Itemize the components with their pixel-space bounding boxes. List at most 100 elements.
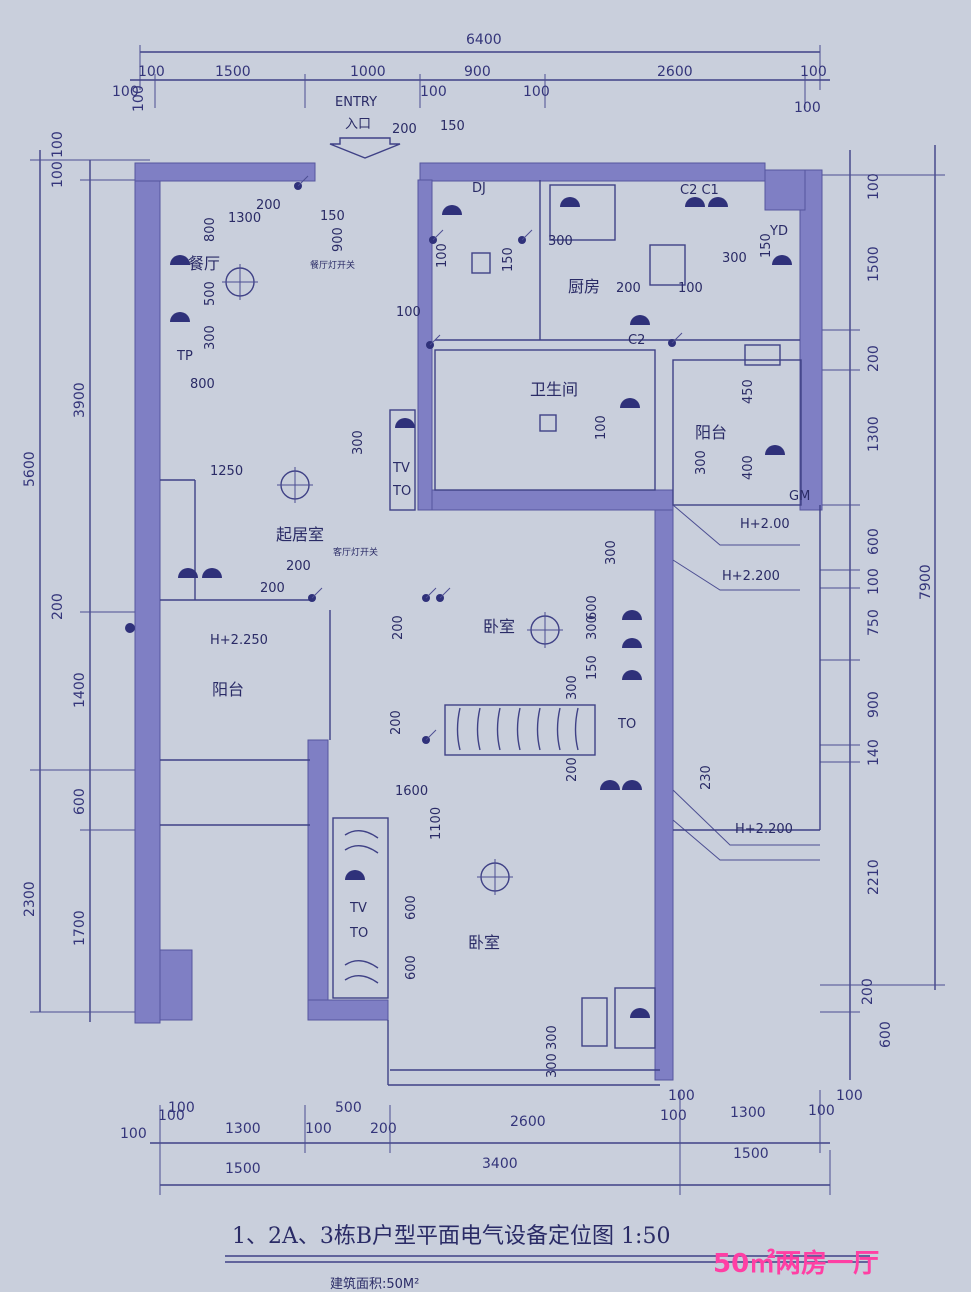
- dim-left-seg-8: 1700: [72, 910, 88, 946]
- inner-dim: 300: [203, 325, 218, 350]
- tv-cabinet-outline: [332, 817, 389, 999]
- inner-dim: 230: [699, 765, 714, 790]
- dim-left-seg-5: 1400: [72, 672, 88, 708]
- dim-top-seg-2: 1500: [215, 64, 251, 80]
- kitchen-counter-1: [549, 184, 616, 241]
- left-dimensions: 5600 100 100 3900 200 1400 600 2300 1700: [22, 131, 150, 1022]
- wall-right-corner: [764, 169, 806, 211]
- inner-dim: 100: [396, 305, 421, 320]
- switch-icon: [668, 332, 683, 347]
- label-switch-note-2: 客厅灯开关: [333, 546, 378, 558]
- dim-right-seg-7: 750: [866, 609, 882, 636]
- dim-bot-row2-1: 1500: [225, 1161, 261, 1177]
- switch-icon: [294, 175, 309, 190]
- watermark-text: 50㎡两房一厅: [713, 1248, 879, 1279]
- switch-icon: [422, 729, 437, 744]
- label-tp: TP: [176, 349, 193, 364]
- dim-right-seg-9: 140: [866, 739, 882, 766]
- entry-label-en: ENTRY: [335, 95, 377, 110]
- inner-dim: 300: [565, 675, 580, 700]
- walls: [134, 162, 823, 1081]
- dim-bot-extra-2: 100: [836, 1088, 863, 1104]
- label-tv-bedroom: TV: [349, 901, 367, 916]
- socket-icon: [622, 670, 642, 680]
- dim-bot-9: 100: [808, 1103, 835, 1119]
- dim-left-seg-2: 100: [50, 161, 66, 188]
- room-kitchen: 厨房: [568, 277, 600, 296]
- ceiling-lights: [222, 264, 563, 895]
- label-h200: H+2.00: [740, 517, 790, 532]
- switch-icon: [429, 229, 444, 244]
- inner-dim: 200: [286, 559, 311, 574]
- inner-dim: 150: [440, 119, 465, 134]
- switch-icon: [426, 334, 441, 349]
- dim-bot-row2-2: 3400: [482, 1156, 518, 1172]
- switches: [125, 175, 683, 744]
- dim-top-seg-3: 1000: [350, 64, 386, 80]
- inner-dim: 150: [501, 247, 516, 272]
- dim-left-seg-1: 100: [50, 131, 66, 158]
- dim-bot-extra-1: 100: [120, 1126, 147, 1142]
- dim-bot-8: 1300: [730, 1105, 766, 1121]
- label-to-living: TO: [392, 484, 411, 499]
- room-labels: 餐厅 起居室 厨房 卫生间 阳台 阳台 卧室 卧室: [188, 254, 727, 952]
- inner-dim: 100: [435, 243, 450, 268]
- label-c2: C2: [628, 333, 645, 348]
- inner-dim: 300: [585, 615, 600, 640]
- switch-icon: [308, 587, 323, 602]
- socket-icon: [345, 870, 365, 880]
- title-block: 1、2A、3栋B户型平面电气设备定位图 1:50 建筑面积:50M² 50㎡两房…: [225, 1224, 879, 1292]
- room-balcony-left: 阳台: [212, 680, 244, 699]
- inner-dim: 300: [351, 430, 366, 455]
- dim-left-seg-4: 200: [50, 593, 66, 620]
- label-tv-living: TV: [392, 461, 410, 476]
- bed-nightstand: [581, 997, 608, 1047]
- top-dimensions: 6400 100 1500 1000 900 2600 100 100 100 …: [112, 32, 830, 116]
- wall-bath-bottom: [424, 489, 674, 511]
- label-dj: DJ: [472, 181, 486, 196]
- socket-icon: [202, 568, 222, 578]
- drawing-title: 1、2A、3栋B户型平面电气设备定位图 1:50: [232, 1224, 670, 1249]
- room-bedroom-2: 卧室: [468, 933, 500, 952]
- socket-icon: [765, 445, 785, 455]
- inner-dim: 200: [260, 581, 285, 596]
- dim-bot-3: 100: [305, 1121, 332, 1137]
- socket-icon: [685, 197, 705, 207]
- label-h2250: H+2.250: [210, 633, 268, 648]
- dim-right-seg-1: 100: [866, 173, 882, 200]
- bed-table: [614, 987, 656, 1049]
- entry-label-cn: 入口: [345, 117, 371, 132]
- wall-middle-right: [654, 489, 674, 1081]
- right-dimensions: 100 1500 200 1300 600 100 750 900 140 22…: [820, 145, 945, 1080]
- dim-bot-extra-3: 100: [668, 1088, 695, 1104]
- label-to-bedroom: TO: [349, 926, 368, 941]
- socket-icon: [170, 312, 190, 322]
- dim-top-extra-4: 100: [523, 84, 550, 100]
- label-yd: YD: [769, 224, 788, 239]
- room-bedroom-1: 卧室: [483, 617, 515, 636]
- inner-dim: 450: [741, 379, 756, 404]
- inner-dim: 300: [722, 251, 747, 266]
- inner-dim: 300: [548, 234, 573, 249]
- inner-dim: 1300: [228, 211, 261, 226]
- socket-icon: [560, 197, 580, 207]
- equipment-labels: TV TO TV TO TP TO YD GM DJ C2 C1 C2 H+2.…: [176, 181, 810, 941]
- inner-dim: 200: [391, 615, 406, 640]
- ceiling-light-icon: [477, 859, 513, 895]
- room-living: 起居室: [276, 525, 324, 544]
- dim-top-extra-2: 100: [131, 85, 147, 112]
- socket-icon: [630, 1008, 650, 1018]
- socket-icon: [708, 197, 728, 207]
- inner-dim: 600: [585, 595, 600, 620]
- dim-bot-extra-4: 100: [168, 1100, 195, 1116]
- inner-dim: 150: [759, 233, 774, 258]
- dim-left-seg-7: 2300: [22, 881, 38, 917]
- label-c2c1: C2 C1: [680, 183, 719, 198]
- inner-dimensions: 200 200 150 900 1300 800 500 300 800 125…: [190, 119, 774, 1078]
- socket-icon: [170, 255, 190, 265]
- dim-right-seg-10: 2210: [866, 859, 882, 895]
- label-to-bedroom1: TO: [617, 717, 636, 732]
- socket-icon: [395, 418, 415, 428]
- building-area: 建筑面积:50M²: [330, 1276, 419, 1292]
